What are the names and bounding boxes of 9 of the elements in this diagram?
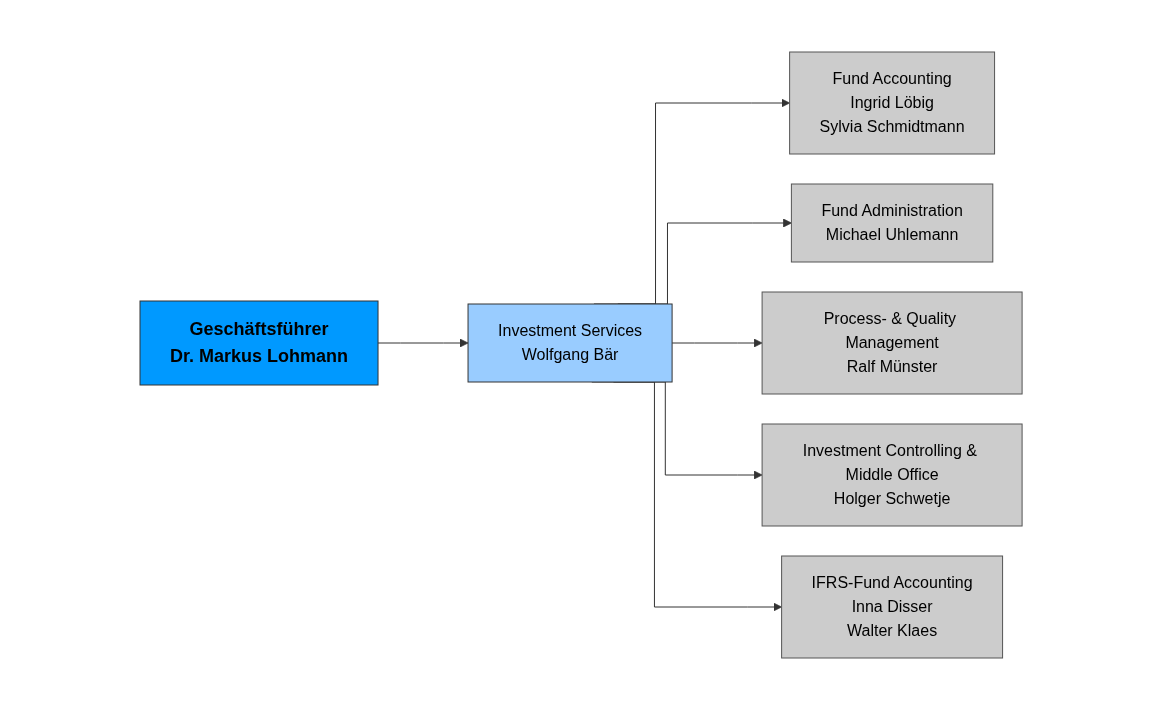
node-box: Investment Controlling & Middle Office Holger Schwetje	[761, 423, 1023, 526]
node-box: Process- & Quality Management Ralf Münster	[761, 291, 1023, 394]
node-box: Fund Administration Michael Uhlemann	[790, 183, 994, 262]
node-box: Geschäftsführer Dr. Markus Lohmann	[139, 300, 379, 385]
arrow	[377, 338, 469, 347]
arrow	[671, 338, 763, 347]
node-box: Fund Accounting Ingrid Löbig Sylvia Schmidtmann	[789, 51, 995, 154]
node-box: Investment Services Wolfgang Bär	[467, 303, 673, 382]
node-box: IFRS-Fund Accounting Inna Disser Walter Klaes	[781, 555, 1004, 658]
